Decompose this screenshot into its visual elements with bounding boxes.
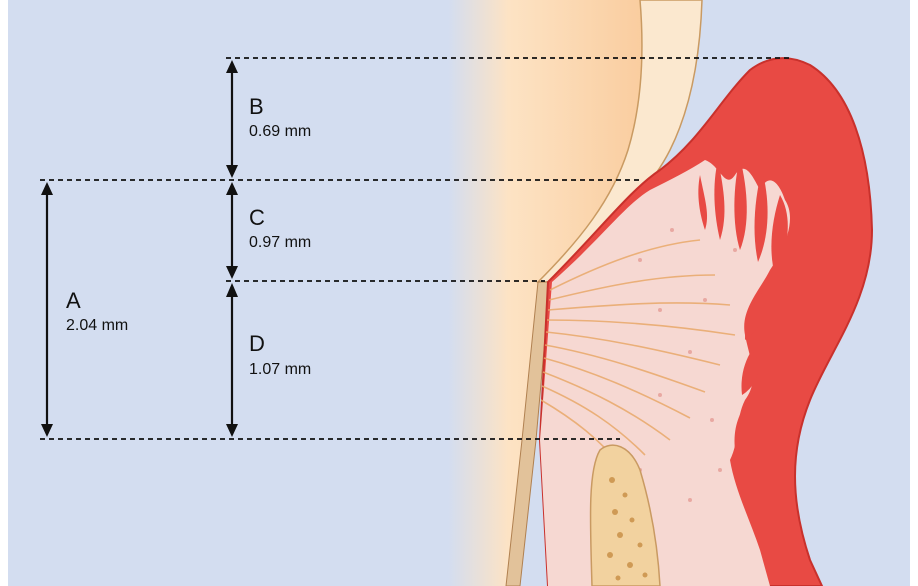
label-b-value: 0.69 mm [249,124,311,140]
label-d-value: 1.07 mm [249,362,311,378]
label-a-letter: A [66,290,81,312]
label-d-letter: D [249,333,265,355]
label-a-value: 2.04 mm [66,318,128,334]
label-b-letter: B [249,96,264,118]
label-c-letter: C [249,207,265,229]
label-c-value: 0.97 mm [249,235,311,251]
